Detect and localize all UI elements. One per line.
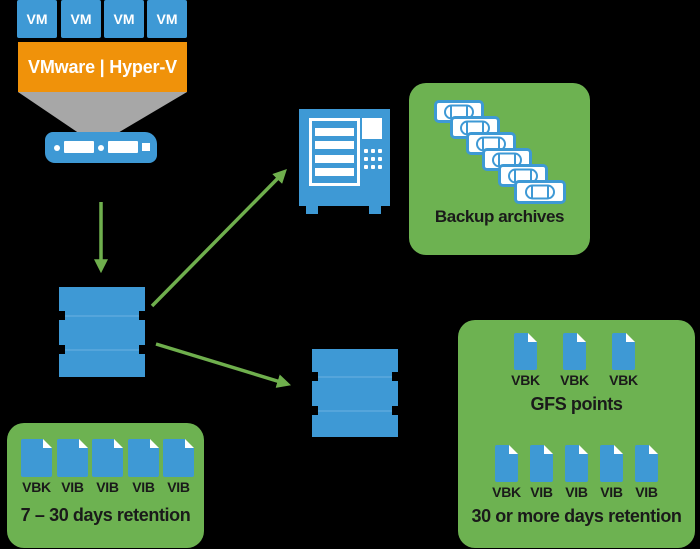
file-label: VIB — [530, 484, 553, 500]
backup-file-icon — [21, 439, 52, 477]
backup-file-icon — [92, 439, 123, 477]
hypervisor-bar: VMware | Hyper-V — [18, 42, 187, 92]
file-label: VBK — [511, 372, 540, 388]
drive-slot — [64, 141, 94, 153]
gfs-points-label: GFS points — [530, 394, 623, 414]
backup-file-icon — [600, 445, 623, 482]
tape-server-icon — [299, 109, 390, 206]
hypervisor-label: VMware | Hyper-V — [28, 56, 177, 77]
file-label: VBK — [560, 372, 589, 388]
vm-icon: VM — [17, 0, 57, 38]
backup-file-icon — [128, 439, 159, 477]
long-term-retention-panel: VBK VBK VBK GFS points VBK VIB VIB VIB V… — [458, 320, 695, 548]
backup-file-icon — [57, 439, 88, 477]
backup-file-icon — [612, 333, 635, 370]
vm-icon: VM — [61, 0, 101, 38]
secondary-repository-icon — [312, 349, 398, 437]
vm-label: VM — [156, 11, 178, 27]
disk-groove — [312, 406, 398, 415]
file-label: VBK — [492, 484, 521, 500]
backup-file-icon — [565, 445, 588, 482]
file-label: VIB — [565, 484, 588, 500]
tape-keypad — [362, 147, 384, 171]
tape-server-foot — [369, 206, 381, 214]
led-dot — [98, 145, 104, 151]
disk-groove — [59, 345, 145, 354]
vm-label: VM — [26, 11, 48, 27]
backup-file-icon — [163, 439, 194, 477]
file-label: VBK — [22, 479, 51, 495]
file-label: VIB — [61, 479, 84, 495]
vm-label: VM — [70, 11, 92, 27]
tape-drive-bay — [309, 118, 360, 186]
file-label: VIB — [600, 484, 623, 500]
arrow-repository-to-secondary — [155, 342, 292, 388]
file-label: VBK — [609, 372, 638, 388]
led-dot — [54, 145, 60, 151]
backup-file-icon — [563, 333, 586, 370]
long-term-retention-caption: 30 or more days retention — [471, 506, 682, 526]
disk-groove — [59, 311, 145, 320]
tape-cassette-icon — [514, 180, 566, 204]
tape-display-panel — [362, 118, 382, 139]
port-square — [142, 143, 150, 151]
file-label: VIB — [96, 479, 119, 495]
backup-file-icon — [530, 445, 553, 482]
file-label: VIB — [167, 479, 190, 495]
vm-icon: VM — [104, 0, 144, 38]
primary-repository-icon — [59, 287, 145, 377]
disk-groove — [312, 372, 398, 381]
backup-archives-label: Backup archives — [434, 207, 565, 226]
backup-file-icon — [495, 445, 518, 482]
short-term-retention-panel: VBK VIB VIB VIB VIB 7 – 30 days retentio… — [7, 423, 204, 548]
file-label: VIB — [635, 484, 658, 500]
file-label: VIB — [132, 479, 155, 495]
backup-file-icon — [514, 333, 537, 370]
backup-server-icon — [45, 132, 157, 163]
backup-file-icon — [635, 445, 658, 482]
vm-label: VM — [113, 11, 135, 27]
short-term-retention-caption: 7 – 30 days retention — [20, 505, 191, 525]
vm-icon: VM — [147, 0, 187, 38]
tape-server-foot — [306, 206, 318, 214]
backup-archives-panel: Backup archives — [409, 83, 590, 255]
arrow-repository-to-tape — [150, 169, 287, 308]
drive-slot — [108, 141, 138, 153]
